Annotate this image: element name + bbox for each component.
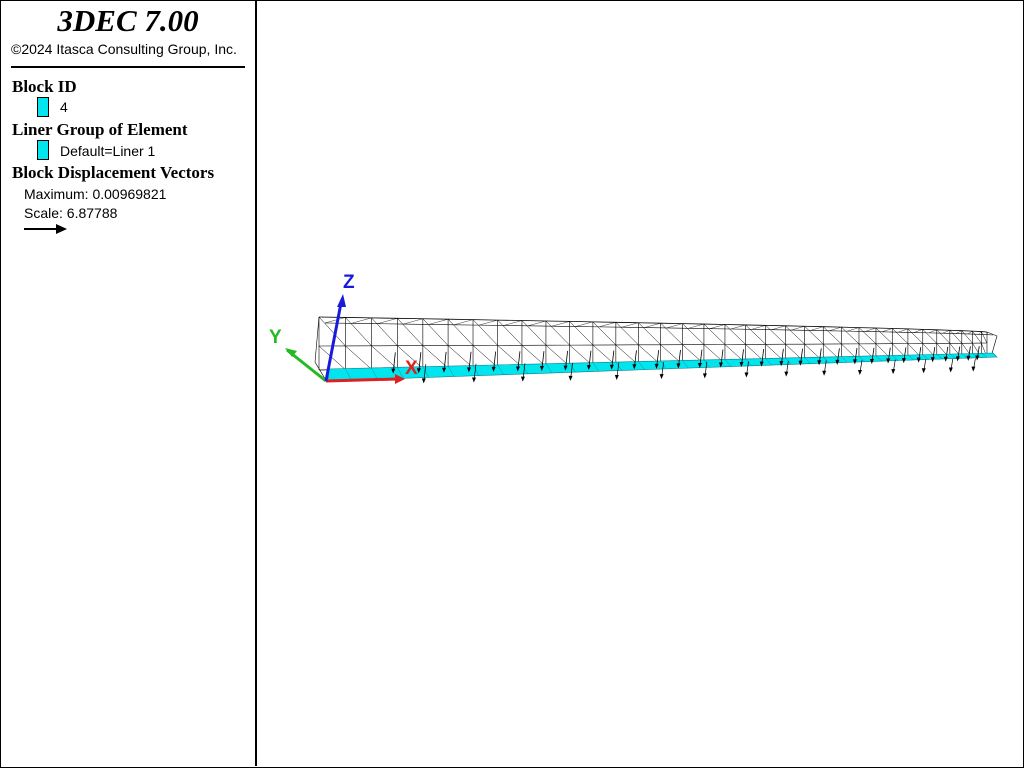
x-axis-label: X bbox=[405, 358, 418, 379]
mesh-diagonal-line bbox=[576, 322, 593, 327]
mesh-diagonal-line bbox=[791, 326, 804, 330]
mesh-diagonal-line bbox=[956, 331, 962, 334]
displacement-vector-head bbox=[784, 372, 788, 377]
liner-group-label: Default=Liner 1 bbox=[60, 143, 155, 159]
scale-arrow-icon bbox=[23, 223, 69, 235]
mesh-diagonal-line bbox=[923, 329, 937, 343]
mesh-diagonal-line bbox=[351, 318, 371, 323]
mesh-diagonal-line bbox=[937, 330, 950, 344]
mesh-diagonal-line bbox=[898, 329, 908, 332]
mesh-diagonal-line bbox=[805, 326, 824, 344]
mesh-diagonal-line bbox=[859, 328, 876, 344]
mesh-diagonal-line bbox=[429, 319, 448, 324]
mesh-diagonal-line bbox=[345, 317, 371, 345]
displacement-vector-head bbox=[703, 373, 707, 378]
mesh-diagonal-line bbox=[978, 332, 981, 335]
mesh-diagonal-line bbox=[882, 328, 892, 331]
mesh-diagonal-line bbox=[892, 328, 908, 343]
mesh-diagonal-line bbox=[371, 318, 397, 346]
mesh-diagonal-line bbox=[785, 326, 804, 344]
mesh-diagonal-line bbox=[962, 331, 973, 344]
mesh-diagonal-line bbox=[403, 319, 423, 324]
legend-heading-block-id: Block ID bbox=[12, 77, 77, 97]
mesh-diagonal-line bbox=[929, 330, 937, 333]
displacement-vector-head bbox=[472, 377, 476, 382]
displacement-vector-head bbox=[521, 377, 525, 382]
mesh-diagonal-line bbox=[599, 322, 616, 327]
mesh-diagonal-line bbox=[622, 323, 639, 328]
mesh-mid-edge bbox=[319, 343, 987, 346]
displacement-vector-head bbox=[660, 374, 664, 379]
mesh-diagonal-line bbox=[746, 325, 766, 344]
displacement-vector-head bbox=[944, 357, 948, 362]
displacement-vector-head bbox=[956, 356, 960, 361]
mesh-diagonal-line bbox=[772, 326, 786, 330]
mesh-diagonal-line bbox=[811, 327, 824, 331]
mesh-diagonal-line bbox=[841, 327, 859, 344]
mesh-diagonal-line bbox=[325, 317, 345, 323]
y-axis-label: Y bbox=[269, 327, 282, 348]
app-title: 3DEC 7.00 bbox=[1, 3, 255, 39]
copyright-text: ©2024 Itasca Consulting Group, Inc. bbox=[11, 41, 237, 57]
displacement-vector-head bbox=[949, 367, 953, 372]
mesh-diagonal-line bbox=[345, 346, 371, 369]
mesh-diagonal-line bbox=[725, 325, 746, 345]
mesh-diagonal-line bbox=[752, 325, 766, 329]
mesh-diagonal-line bbox=[377, 318, 397, 323]
displacement-vector-head bbox=[931, 357, 935, 362]
displacement-vector-head bbox=[891, 369, 895, 374]
mesh-diagonal-line bbox=[423, 346, 448, 368]
legend-divider bbox=[11, 66, 245, 68]
mesh-diagonal-line bbox=[504, 321, 522, 326]
displacement-scale: Scale: 6.87788 bbox=[24, 205, 117, 221]
mesh-diagonal-line bbox=[682, 324, 703, 345]
legend-panel: 3DEC 7.00 ©2024 Itasca Consulting Group,… bbox=[1, 1, 257, 766]
mesh-diagonal-line bbox=[454, 320, 473, 325]
mesh-diagonal-line bbox=[908, 329, 923, 344]
z-axis-arrow-icon bbox=[337, 294, 346, 307]
displacement-vector-head bbox=[966, 356, 970, 361]
mesh-diagonal-line bbox=[704, 324, 725, 344]
mesh-diagonal-line bbox=[371, 346, 397, 369]
mesh-diagonal-line bbox=[731, 325, 746, 329]
mesh-diagonal-line bbox=[766, 325, 786, 344]
displacement-vector-head bbox=[615, 375, 619, 380]
mesh-diagonal-line bbox=[950, 330, 962, 343]
x-axis-line bbox=[326, 379, 397, 381]
legend-heading-displacement: Block Displacement Vectors bbox=[12, 163, 214, 183]
block-id-swatch bbox=[37, 97, 49, 117]
mesh-diagonal-line bbox=[644, 323, 660, 327]
displacement-maximum: Maximum: 0.00969821 bbox=[24, 186, 166, 202]
mesh-diagonal-line bbox=[943, 330, 950, 333]
mesh-diagonal-line bbox=[968, 331, 973, 334]
mesh-diagonal-line bbox=[829, 327, 841, 331]
mesh-diagonal-line bbox=[865, 328, 876, 331]
displacement-vector-head bbox=[858, 370, 862, 375]
displacement-vector-head bbox=[922, 368, 926, 373]
mesh-diagonal-line bbox=[847, 328, 859, 332]
block-id-label: 4 bbox=[60, 99, 68, 115]
displacement-vector-head bbox=[971, 367, 975, 372]
liner-group-swatch bbox=[37, 140, 49, 160]
z-axis-label: Z bbox=[343, 272, 355, 293]
mesh-diagonal-line bbox=[876, 328, 892, 344]
mesh-diagonal-line bbox=[710, 325, 725, 329]
legend-heading-liner-group: Liner Group of Element bbox=[12, 120, 188, 140]
mesh-diagonal-line bbox=[667, 324, 683, 328]
mesh-diagonal-line bbox=[479, 320, 498, 325]
mesh-diagonal-line bbox=[914, 329, 923, 332]
mesh-diagonal-line bbox=[552, 321, 570, 326]
mesh-diagonal-line bbox=[688, 324, 703, 328]
mesh-diagonal-line bbox=[528, 321, 546, 326]
displacement-vector-head bbox=[422, 378, 426, 383]
model-viewport[interactable]: Z Y X bbox=[257, 1, 1022, 766]
displacement-vector-head bbox=[822, 371, 826, 376]
mesh-diagonal-line bbox=[981, 332, 987, 343]
displacement-vector-head bbox=[569, 376, 573, 381]
model-canvas[interactable]: Z Y X bbox=[257, 1, 1022, 766]
mesh-diagonal-line bbox=[823, 327, 841, 344]
displacement-vector-head bbox=[745, 372, 749, 377]
